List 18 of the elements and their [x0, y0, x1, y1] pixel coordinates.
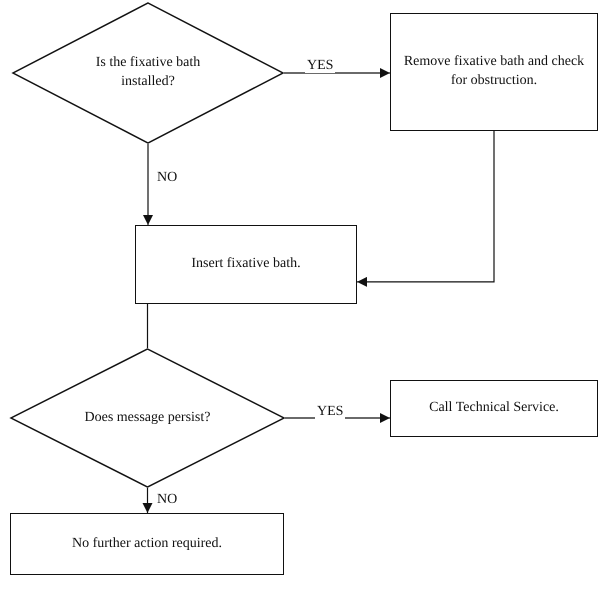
edge-label: YES	[315, 404, 346, 420]
process-box	[10, 513, 284, 575]
process-box	[390, 380, 598, 437]
arrow	[284, 68, 390, 78]
question-text: Does message persist?	[84, 408, 210, 427]
arrow	[142, 488, 152, 513]
edge-label: YES	[305, 58, 336, 74]
step-text: Remove fixative bath and check for obstruction.	[402, 53, 586, 90]
step-text: Insert fixative bath.	[191, 255, 301, 274]
question-text: Is the fixative bath installed?	[94, 54, 202, 91]
decision-diamond	[10, 348, 285, 488]
arrow	[143, 144, 153, 225]
step-text: No further action required.	[72, 534, 222, 553]
decision-diamond	[12, 2, 284, 144]
process-box	[390, 13, 598, 131]
process-box	[135, 225, 357, 304]
step-text: Call Technical Service.	[429, 399, 559, 418]
arrow	[357, 131, 495, 287]
